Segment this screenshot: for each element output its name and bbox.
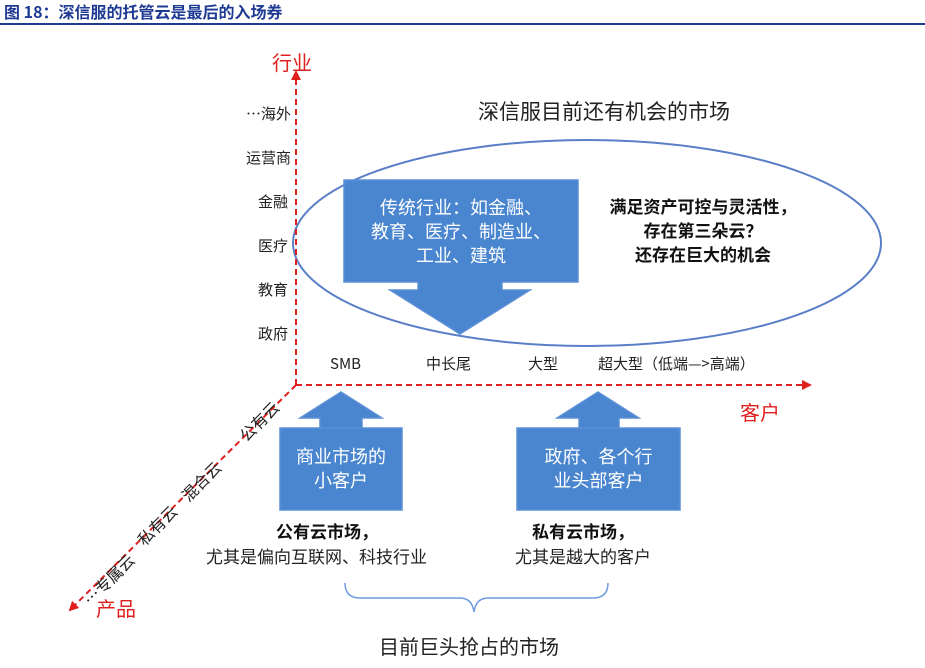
- opportunity-note: 满足资产可控与灵活性， 存在第三朵云？ 还存在巨大的机会: [588, 194, 818, 266]
- industry-label: 运营商: [246, 147, 292, 168]
- customer-label: 超大型（低端—>高端）: [598, 353, 755, 374]
- opportunity-ellipse: [292, 139, 882, 347]
- customer-label: 中长尾: [426, 353, 472, 374]
- opportunity-box-text: 传统行业：如金融、 教育、医疗、制造业、 工业、建筑: [344, 195, 578, 267]
- box-line: 商业市场的: [296, 443, 386, 469]
- private-cloud-box-text: 政府、各个行 业头部客户: [517, 444, 680, 492]
- box-line: 工业、建筑: [416, 242, 506, 268]
- z-axis-line: [68, 384, 297, 612]
- private-cloud-desc: 尤其是越大的客户: [515, 543, 651, 568]
- title-rule: [0, 23, 925, 25]
- note-line: 满足资产可控与灵活性，: [609, 193, 797, 218]
- private-cloud-arrow-box: [516, 391, 681, 511]
- public-cloud-desc: 尤其是偏向互联网、科技行业: [206, 543, 427, 568]
- industry-label: 政府: [258, 323, 289, 344]
- opportunity-heading: 深信服目前还有机会的市场: [478, 96, 730, 126]
- figure-title: 图 18：深信服的托管云是最后的入场券: [4, 0, 283, 23]
- industry-label: 教育: [258, 279, 289, 300]
- box-line: 传统行业：如金融、: [380, 194, 542, 220]
- bottom-caption: 目前巨头抢占的市场: [379, 631, 559, 660]
- note-line: 还存在巨大的机会: [635, 241, 771, 266]
- private-cloud-title: 私有云市场，: [532, 518, 634, 543]
- box-line: 教育、医疗、制造业、: [371, 218, 551, 244]
- industry-label: 金融: [258, 191, 289, 212]
- customer-label: 大型: [528, 353, 559, 374]
- public-cloud-box-text: 商业市场的 小客户: [280, 444, 402, 492]
- box-line: 政府、各个行: [544, 443, 653, 469]
- customer-label: SMB: [330, 353, 361, 374]
- y-axis-label: 行业: [272, 47, 312, 76]
- note-line: 存在第三朵云？: [643, 217, 763, 242]
- box-line: 业头部客户: [553, 467, 644, 493]
- market-bracket: [344, 582, 609, 613]
- z-axis-label: 产品: [96, 593, 136, 622]
- public-cloud-arrow-box: [279, 391, 403, 511]
- x-axis-label: 客户: [740, 397, 780, 426]
- industry-label: …海外: [246, 103, 292, 124]
- opportunity-arrow-box: [343, 179, 579, 335]
- industry-label: 医疗: [258, 235, 289, 256]
- box-line: 小客户: [314, 467, 368, 493]
- public-cloud-title: 公有云市场，: [276, 518, 378, 543]
